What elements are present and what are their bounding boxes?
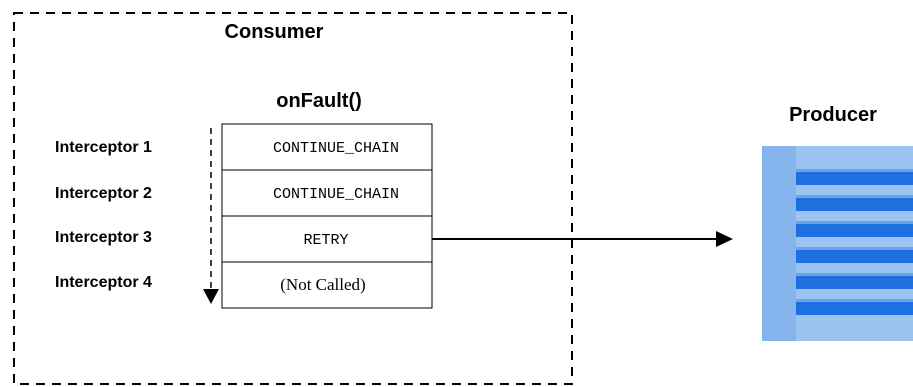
- result-text-1: CONTINUE_CHAIN: [273, 140, 399, 157]
- result-cell-1: [221, 123, 433, 171]
- interceptor-label-1: Interceptor 1: [55, 139, 152, 156]
- producer-stripe-highlight: [796, 169, 913, 172]
- producer-stripe-highlight: [796, 221, 913, 224]
- producer-stripe-highlight: [796, 299, 913, 302]
- result-table: [221, 123, 433, 309]
- consumer-boundary: [13, 12, 573, 385]
- interceptor-label-3: Interceptor 3: [55, 229, 152, 246]
- retry-arrowhead: [716, 231, 733, 247]
- producer-stripe: [796, 169, 913, 185]
- producer-icon: [762, 146, 913, 341]
- result-cell-4: [221, 261, 433, 309]
- result-cell-2: [221, 169, 433, 217]
- result-text-2: CONTINUE_CHAIN: [273, 186, 399, 203]
- interceptor-label-4: Interceptor 4: [55, 274, 152, 291]
- producer-stripe: [796, 299, 913, 315]
- producer-stripe: [796, 221, 913, 237]
- producer-icon-edge: [762, 146, 796, 341]
- producer-stripe: [796, 247, 913, 263]
- producer-stripe: [796, 273, 913, 289]
- consumer-title: Consumer: [225, 21, 324, 43]
- producer-stripe-highlight: [796, 195, 913, 198]
- producer-stripes: [796, 169, 913, 315]
- producer-stripe-highlight: [796, 273, 913, 276]
- interceptor-label-2: Interceptor 2: [55, 185, 152, 202]
- handler-title: onFault(): [276, 90, 362, 112]
- producer-stripe-highlight: [796, 247, 913, 250]
- result-cell-3: [221, 215, 433, 263]
- invocation-order-arrowhead: [203, 289, 219, 304]
- producer-title: Producer: [789, 104, 877, 126]
- result-text-4: (Not Called): [280, 275, 365, 294]
- result-text-3: RETRY: [303, 232, 348, 249]
- producer-stripe: [796, 195, 913, 211]
